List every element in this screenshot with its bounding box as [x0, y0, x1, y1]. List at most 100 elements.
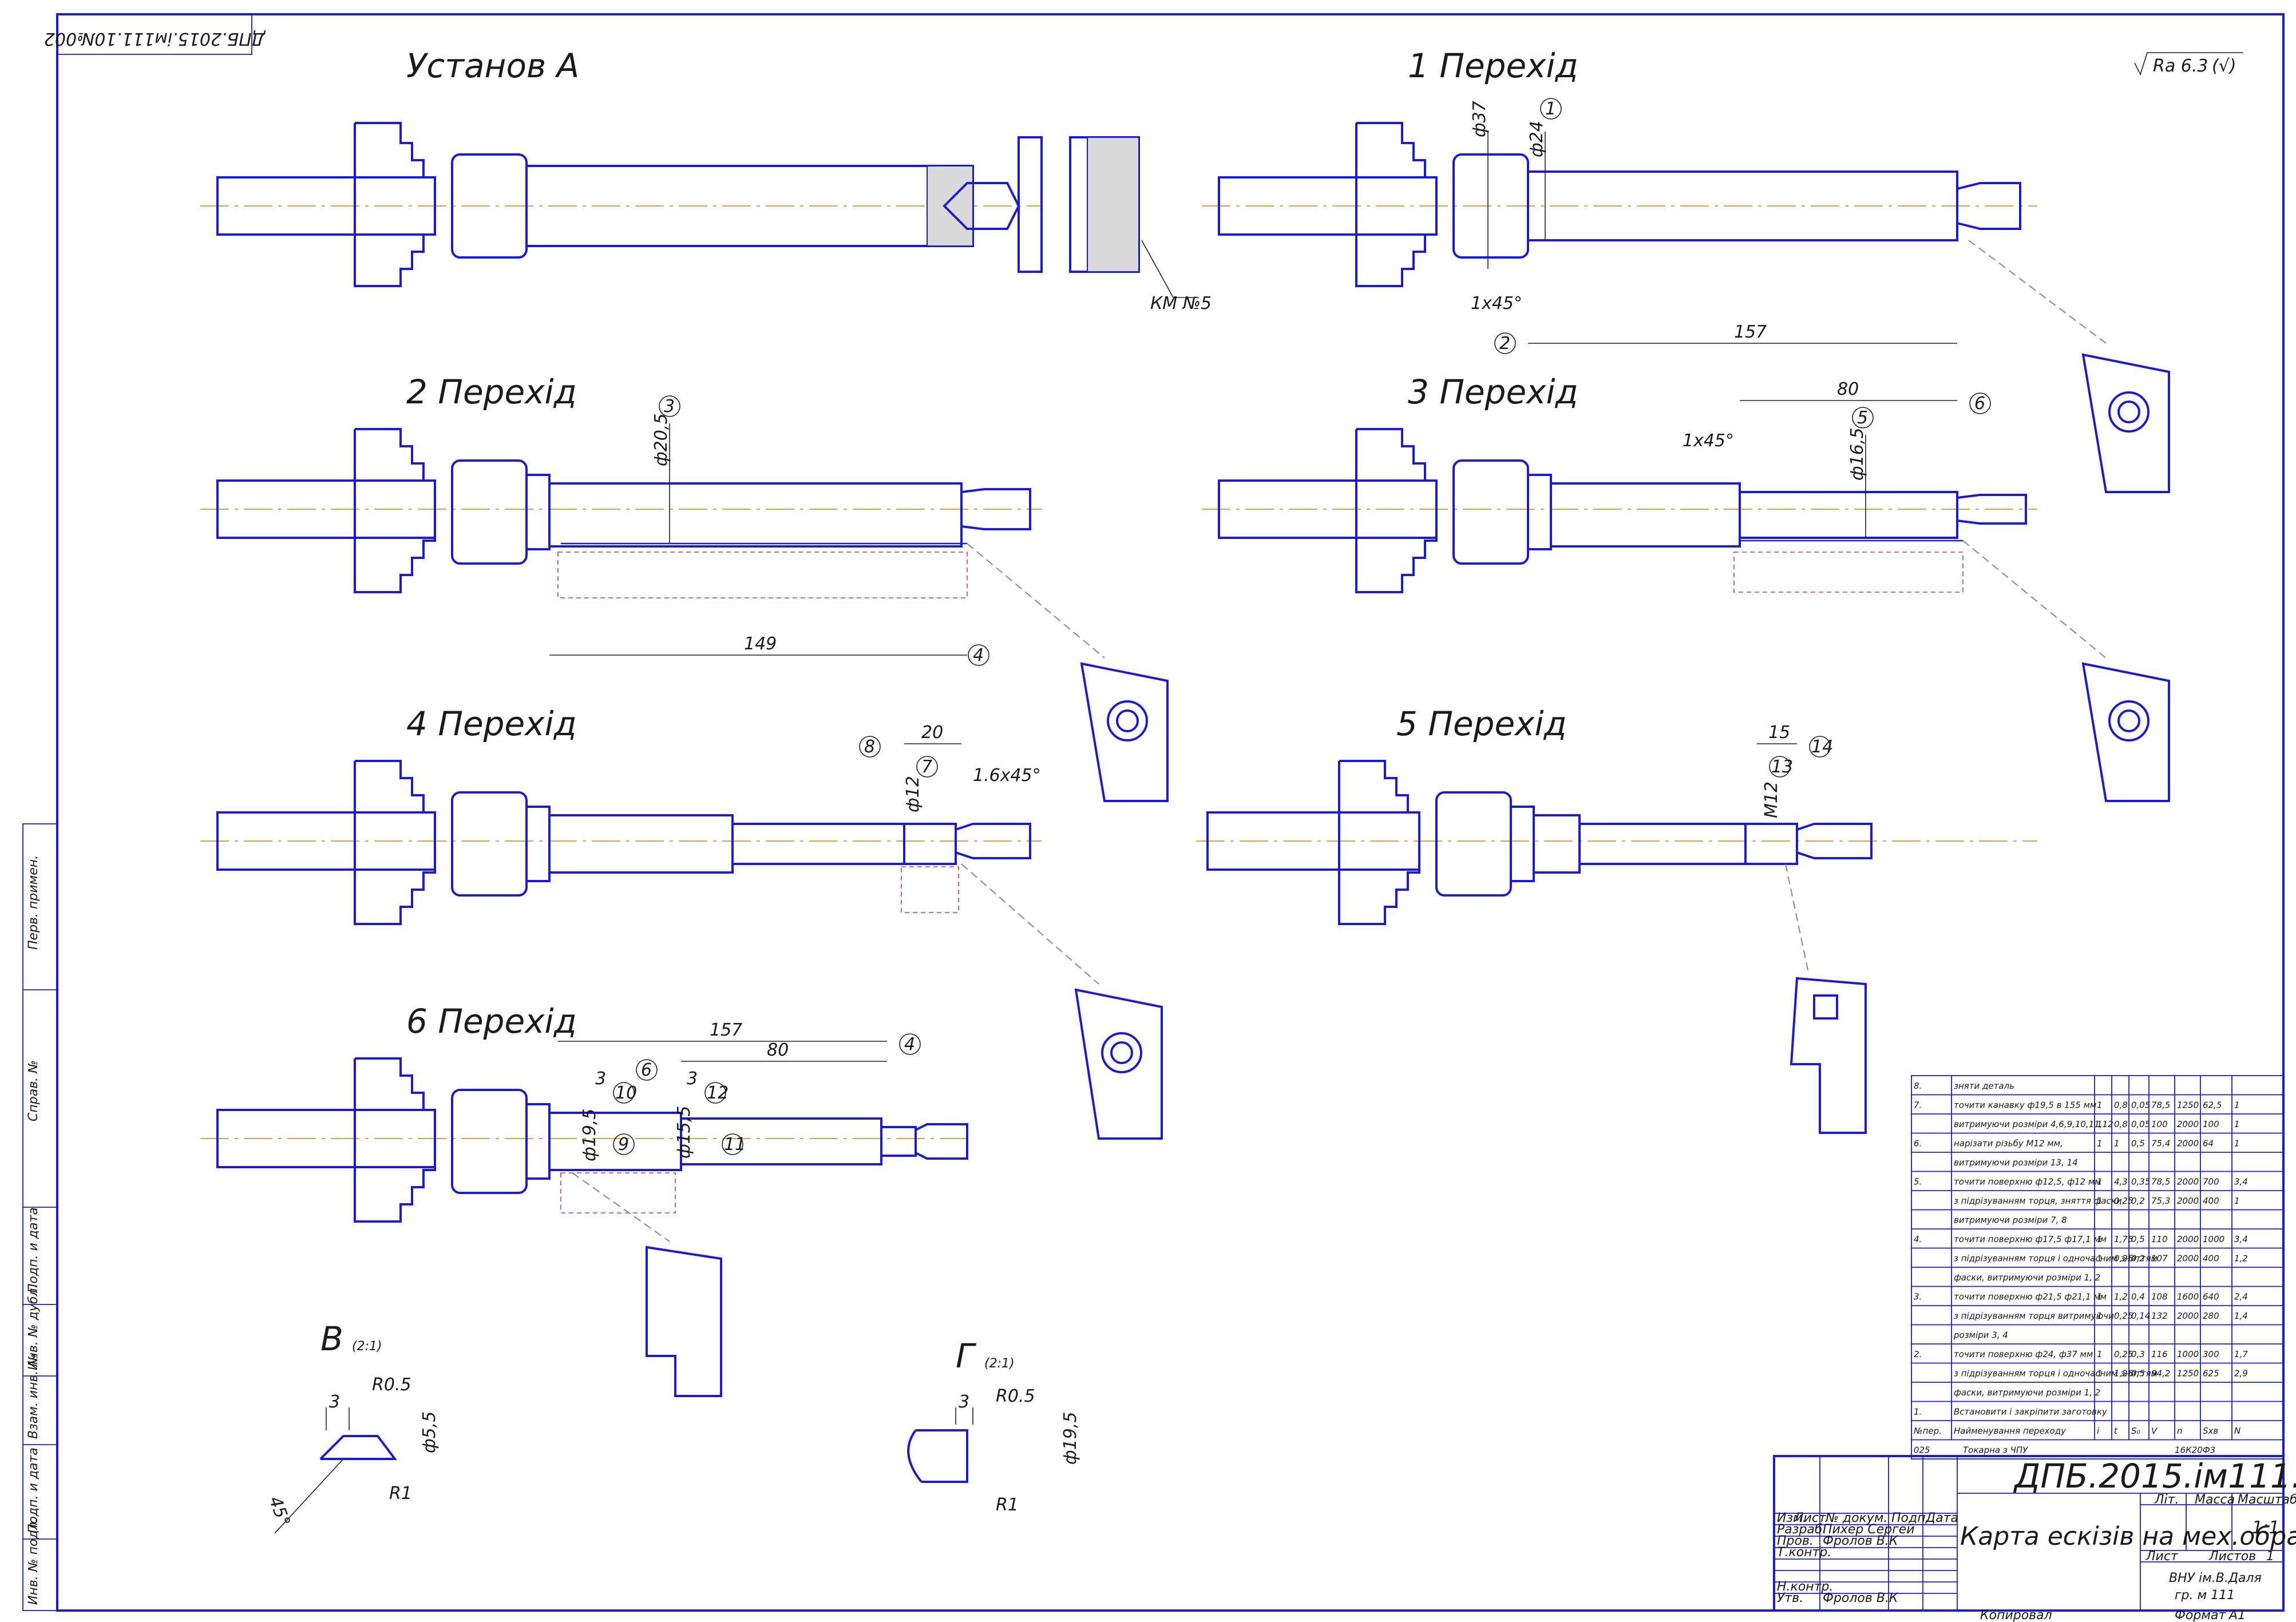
svg-text:1.6x45°: 1.6x45°: [973, 766, 1041, 786]
ops-row-label: з підрізуванням торця і одночасним знятт…: [1954, 1369, 2158, 1379]
svg-text:11: 11: [724, 1135, 746, 1155]
drawing-frame: [56, 13, 2285, 1612]
ops-row-label: точити поверхню ф24, ф37 мм: [1954, 1349, 2093, 1359]
ops-cell: 1250: [2177, 1100, 2199, 1111]
ops-row-label: Встановити і закріпити заготовку: [1954, 1407, 2108, 1417]
km5-label: КМ №5: [1150, 294, 1212, 314]
ops-cell: 1000: [2203, 1234, 2224, 1244]
svg-text:14: 14: [1811, 737, 1833, 757]
ops-row-label: витримуючи розміри 7, 8: [1954, 1215, 2067, 1226]
ops-cell: 1,7: [2234, 1349, 2248, 1359]
ops-cell: 2000: [2177, 1234, 2199, 1244]
svg-text:149: 149: [744, 634, 777, 654]
ops-cell: 116: [2151, 1349, 2168, 1359]
svg-text:80: 80: [1837, 379, 1859, 399]
title-block-title: Карта ескізів на мех.обработку: [1960, 1522, 2296, 1551]
ops-cell: 280: [2203, 1311, 2219, 1321]
ops-cell: 110: [2151, 1234, 2168, 1244]
ops-cell: 1: [2097, 1100, 2103, 1111]
ops-row-label: точити канавку ф19,5 в 155 мм: [1954, 1100, 2096, 1111]
ops-cell: 0,2: [2131, 1196, 2145, 1206]
svg-text:ф19,5: ф19,5: [1060, 1412, 1080, 1465]
ops-cell: 0,25: [2114, 1311, 2133, 1321]
ops-cell: 8.: [1914, 1081, 1922, 1091]
svg-text:R1: R1: [389, 1484, 412, 1504]
ops-cell: 132: [2151, 1311, 2168, 1321]
svg-text:Листов: Листов: [2208, 1549, 2256, 1564]
svg-text:Лист: Лист: [1794, 1511, 1827, 1525]
svg-text:1: 1: [1545, 99, 1556, 119]
title-block: ДПБ.2015.ім111.10.№002 Карта ескізів на …: [1773, 1455, 2296, 1622]
ops-header: Найменування переходу: [1954, 1426, 2067, 1436]
svg-text:Подп.: Подп.: [1891, 1511, 1930, 1525]
ops-row-label: нарізати різьбу М12 мм,: [1954, 1139, 2063, 1149]
svg-text:13: 13: [1771, 757, 1793, 777]
side-stamp-1: Перв. примен.: [26, 855, 41, 950]
ops-cell: 400: [2203, 1196, 2219, 1206]
ops-row-label: фаски, витримуючи розміри 1, 2: [1954, 1387, 2100, 1398]
ops-cell: 2,9: [2234, 1369, 2248, 1379]
ops-cell: 0,14: [2131, 1311, 2150, 1321]
svg-text:10: 10: [615, 1083, 637, 1103]
ops-cell: 100: [2203, 1119, 2219, 1129]
svg-text:1x45°: 1x45°: [1471, 294, 1522, 314]
svg-text:ф20,5: ф20,5: [651, 414, 671, 466]
ops-cell: 2000: [2177, 1311, 2199, 1321]
svg-text:3: 3: [959, 1392, 969, 1412]
ops-cell: 1: [2097, 1119, 2103, 1129]
setup-a-part: КМ №5: [200, 122, 1212, 314]
svg-text:4: 4: [973, 645, 984, 665]
svg-text:Копировал: Копировал: [1980, 1608, 2052, 1622]
svg-text:Т.контр.: Т.контр.: [1777, 1545, 1831, 1560]
ops-cell: 0,35: [2131, 1177, 2150, 1187]
ops-cell: 4,3: [2114, 1177, 2128, 1187]
ops-cell: 1: [2234, 1196, 2240, 1206]
title-step4: 4 Перехід: [406, 704, 577, 743]
ops-row-label: точити поверхню ф17,5 ф17,1 мм: [1954, 1234, 2107, 1244]
side-stamp-7: Инв. № подл.: [26, 1518, 41, 1605]
ops-header: №пер.: [1913, 1426, 1942, 1436]
svg-text:Пихер Сергей: Пихер Сергей: [1823, 1522, 1915, 1537]
svg-text:7: 7: [921, 757, 932, 777]
ops-cell: 1: [2097, 1196, 2103, 1206]
svg-text:3: 3: [687, 1069, 698, 1089]
ops-header: і: [2097, 1426, 2100, 1436]
svg-text:ф24: ф24: [1527, 121, 1547, 157]
svg-text:R0.5: R0.5: [996, 1386, 1035, 1406]
svg-text:9: 9: [618, 1135, 629, 1155]
ops-cell: 78,5: [2151, 1177, 2170, 1187]
svg-text:Ra 6.3: Ra 6.3: [2153, 56, 2208, 76]
side-stamp-5: Взам. инв. №: [26, 1354, 41, 1439]
svg-text:М12: М12: [1761, 782, 1782, 818]
ops-cell: 1: [2234, 1139, 2240, 1149]
ops-cell: 7.: [1914, 1100, 1922, 1111]
svg-text:Разраб.: Разраб.: [1777, 1522, 1826, 1537]
ops-cell: 0,05: [2131, 1100, 2150, 1111]
ops-cell: 1: [2097, 1139, 2103, 1149]
ops-cell: 2000: [2177, 1177, 2199, 1187]
ops-cell: 1600: [2177, 1292, 2199, 1302]
svg-text:15: 15: [1768, 723, 1790, 743]
step3-part: 80 6 ф16,5 5 1x45°: [1202, 379, 2170, 802]
ops-cell: 1: [2234, 1100, 2240, 1111]
ops-row-label: витримуючи розміри 13, 14: [1954, 1157, 2078, 1168]
svg-text:(2:1): (2:1): [352, 1339, 382, 1354]
ops-cell: 1: [2114, 1139, 2120, 1149]
ops-cell: 0,8: [2114, 1100, 2128, 1111]
ops-row-label: з підрізуванням торця і одночасним знятт…: [1954, 1254, 2158, 1264]
svg-text:1: 1: [2266, 1549, 2274, 1564]
ops-cell: 108: [2151, 1292, 2168, 1302]
svg-text:(√): (√): [2212, 56, 2236, 76]
ops-cell: 1: [2097, 1311, 2103, 1321]
ops-cell: 1: [2097, 1234, 2103, 1244]
step2-part: ф20,5 3 149 4: [200, 395, 1169, 802]
svg-text:Лист: Лист: [2145, 1549, 2179, 1564]
svg-text:ф16,5: ф16,5: [1847, 428, 1867, 481]
svg-text:Формат: Формат: [2175, 1608, 2226, 1622]
svg-text:(2:1): (2:1): [984, 1357, 1015, 1371]
svg-text:6: 6: [1974, 394, 1985, 414]
ops-cell: 1,25: [2114, 1369, 2133, 1379]
ops-cell: 94,2: [2151, 1369, 2170, 1379]
side-stamp-3: Подп. и дата: [26, 1207, 41, 1293]
